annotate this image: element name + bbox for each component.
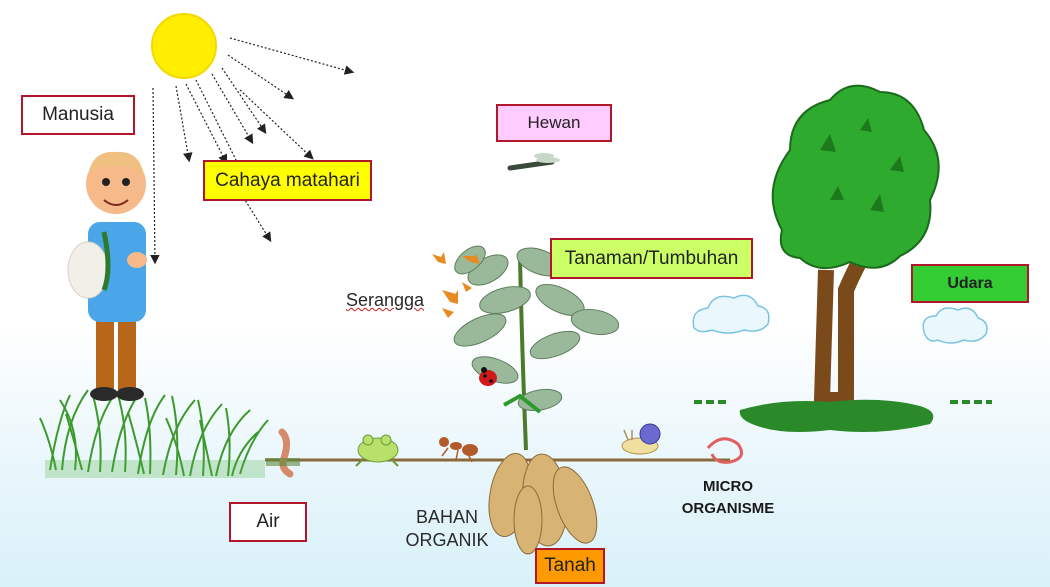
human-figure-icon <box>68 152 147 401</box>
snail-icon <box>622 424 660 454</box>
label-cahaya-matahari: Cahaya matahari <box>203 160 372 201</box>
label-hewan: Hewan <box>496 104 612 142</box>
label-manusia: Manusia <box>21 95 135 135</box>
label-bahan-organik: BAHAN ORGANIK <box>402 506 492 552</box>
label-micro-organisme: MICRO ORGANISME <box>668 476 788 520</box>
label-serangga: Serangga <box>346 290 424 311</box>
label-air: Air <box>229 502 307 542</box>
label-tanaman-tumbuhan: Tanaman/Tumbuhan <box>550 238 753 279</box>
micro-organisme-line-1: MICRO <box>668 476 788 498</box>
label-udara: Udara <box>911 264 1029 303</box>
sun-icon <box>152 14 216 78</box>
bahan-organik-line-2: ORGANIK <box>402 529 492 552</box>
ant-icon <box>439 437 478 462</box>
bahan-organik-line-1: BAHAN <box>402 506 492 529</box>
micro-organisme-line-2: ORGANISME <box>668 498 788 520</box>
cassava-root-icon <box>483 450 606 554</box>
dragonfly-icon <box>510 153 560 168</box>
worm-icon <box>266 432 300 474</box>
label-tanah: Tanah <box>535 548 605 584</box>
